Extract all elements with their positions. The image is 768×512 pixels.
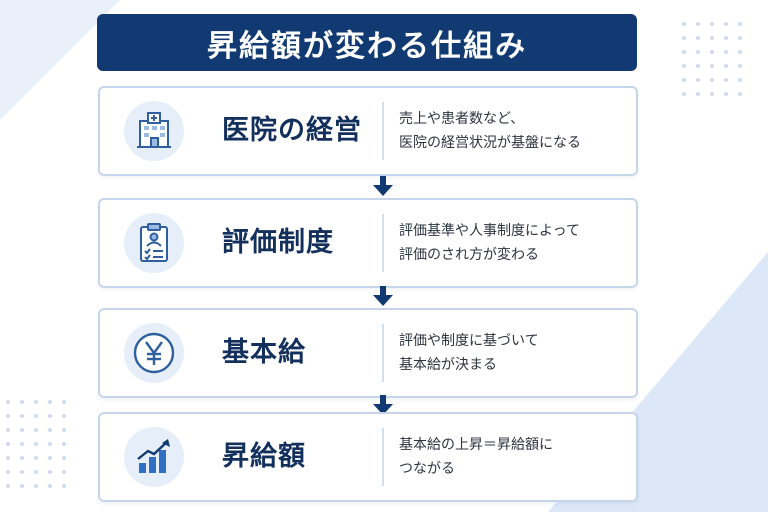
decorative-dots-top-right <box>682 22 752 106</box>
step-card-base-salary: 基本給 評価や制度に基づいて 基本給が決まる <box>98 308 638 398</box>
description-line: 基本給が決まる <box>399 357 497 373</box>
step-title: 医院の経営 <box>222 115 362 146</box>
decorative-dots-bottom-left <box>6 400 76 498</box>
step-card-management: 医院の経営 売上や患者数など、 医院の経営状況が基盤になる <box>98 86 638 176</box>
divider <box>382 428 384 486</box>
step-description: 評価や制度に基づいて 基本給が決まる <box>399 310 539 396</box>
step-card-evaluation: 評価制度 評価基準や人事制度によって 評価のされ方が変わる <box>98 198 638 288</box>
title-banner: 昇給額が変わる仕組み <box>97 14 637 71</box>
description-line: 評価基準や人事制度によって <box>399 223 580 239</box>
description-line: 評価のされ方が変わる <box>399 247 539 263</box>
clipboard-icon <box>124 213 184 273</box>
down-arrow-icon <box>373 286 393 306</box>
hospital-icon <box>124 101 184 161</box>
description-line: 医院の経営状況が基盤になる <box>399 135 581 151</box>
page-title: 昇給額が変わる仕組み <box>207 28 527 64</box>
description-line: 評価や制度に基づいて <box>399 333 539 349</box>
divider <box>382 324 384 382</box>
down-arrow-icon <box>373 176 393 196</box>
step-description: 売上や患者数など、 医院の経営状況が基盤になる <box>399 88 581 174</box>
step-description: 基本給の上昇＝昇給額に つながる <box>399 414 553 500</box>
step-title: 昇給額 <box>222 441 306 472</box>
yen-icon <box>124 323 184 383</box>
down-arrow-icon <box>373 395 393 415</box>
step-card-raise: 昇給額 基本給の上昇＝昇給額に つながる <box>98 412 638 502</box>
growth-chart-icon <box>124 427 184 487</box>
step-title: 基本給 <box>222 337 306 368</box>
divider <box>382 214 384 272</box>
step-title: 評価制度 <box>222 227 334 258</box>
step-description: 評価基準や人事制度によって 評価のされ方が変わる <box>399 200 580 286</box>
description-line: つながる <box>399 461 455 477</box>
divider <box>382 102 384 160</box>
description-line: 売上や患者数など、 <box>399 111 525 127</box>
description-line: 基本給の上昇＝昇給額に <box>399 437 553 453</box>
